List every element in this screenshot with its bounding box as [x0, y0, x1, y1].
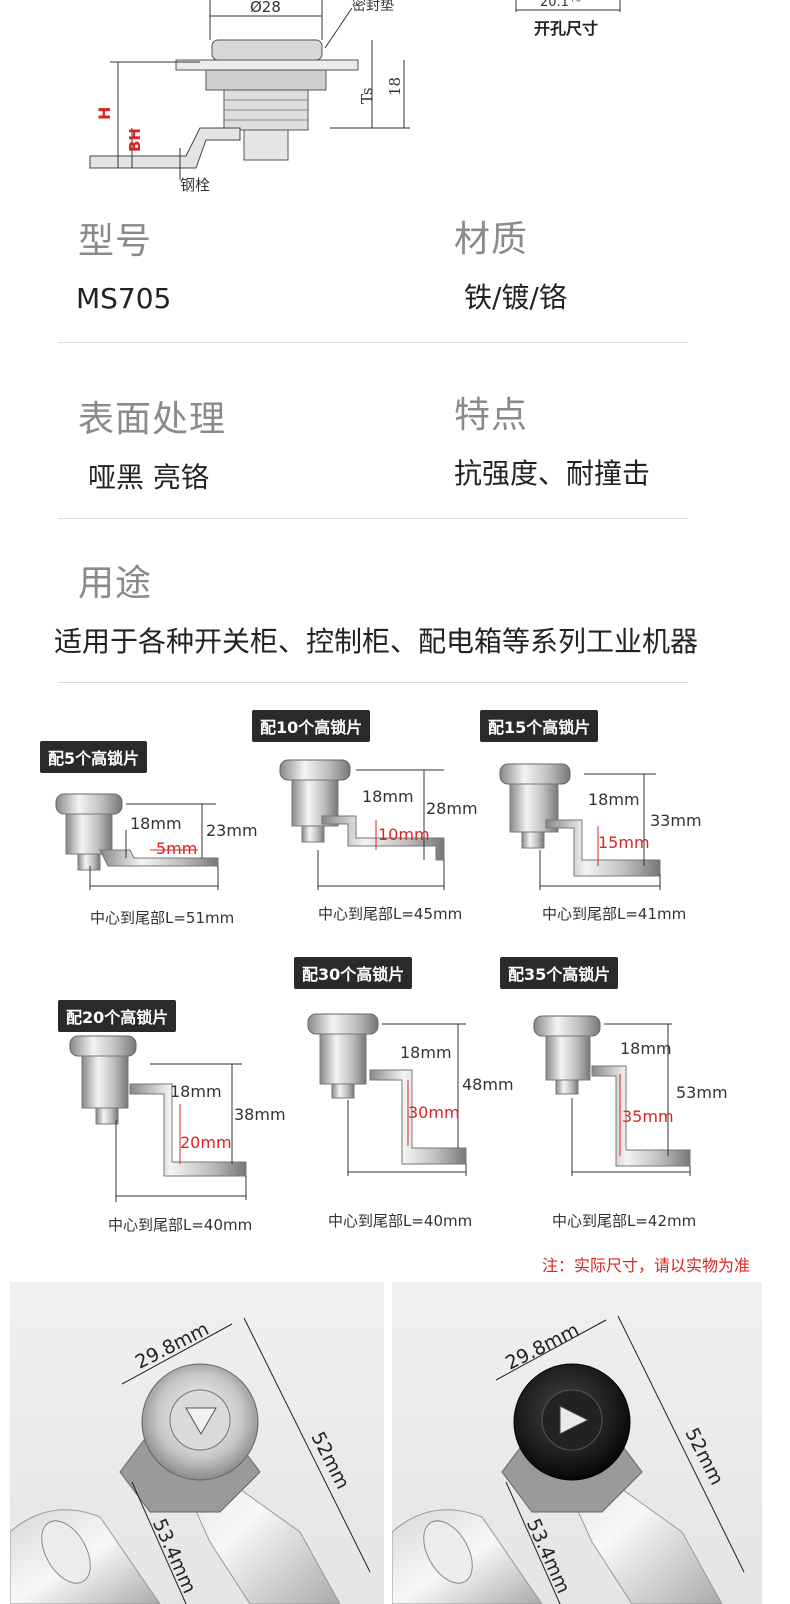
variant-5-red: 30mm — [408, 1103, 460, 1122]
variant-4-red: 20mm — [180, 1133, 232, 1152]
usage-label: 用途 — [78, 563, 153, 604]
variant-tag: 配5个高锁片 — [40, 741, 148, 773]
variant-5-caption: 中心到尾部L=40mm — [328, 1212, 472, 1230]
model-label: 型号 — [78, 221, 153, 262]
bolt-label: 钢栓 — [180, 176, 210, 194]
photo-1-tail: 53.4mm — [148, 1515, 200, 1596]
variant-tag: 配20个高锁片 — [58, 1000, 177, 1032]
product-photo-black: 29.8mm 52mm 53.4mm — [392, 1282, 762, 1604]
gasket-label: 密封垫 — [352, 0, 394, 14]
variant-2-caption: 中心到尾部L=45mm — [318, 905, 462, 923]
model-value: MS705 — [76, 282, 172, 315]
variant-1-red: 5mm — [156, 839, 197, 858]
variant-diagrams: 18mm 23mm 5mm 中心到尾部L=51mm 18mm 28mm 10mm… — [55, 759, 728, 1234]
h-label: H — [95, 107, 114, 120]
dia-label: Ø28 — [250, 0, 281, 16]
surface-value: 哑黑 亮铬 — [88, 461, 209, 494]
feature-label: 特点 — [454, 395, 529, 436]
divider — [58, 518, 688, 519]
variant-6-red: 35mm — [622, 1107, 674, 1126]
variant-6-h2: 53mm — [676, 1083, 728, 1102]
material-label: 材质 — [454, 219, 529, 260]
variant-4-h1: 18mm — [170, 1082, 222, 1101]
hole-label: 开孔尺寸 — [534, 19, 598, 38]
photo-1-len: 52mm — [306, 1428, 353, 1493]
variant-6-caption: 中心到尾部L=42mm — [552, 1212, 696, 1230]
variant-2-h2: 28mm — [426, 799, 478, 818]
variant-3-h1: 18mm — [588, 790, 640, 809]
variant-5-h2: 48mm — [462, 1075, 514, 1094]
product-photo-chrome: 29.8mm 52mm 53.4mm — [10, 1282, 384, 1604]
usage-value: 适用于各种开关柜、控制柜、配电箱等系列工业机器 — [54, 625, 699, 658]
variant-3-drawing: 18mm 33mm 15mm 中心到尾部L=41mm — [499, 763, 702, 923]
material-value: 铁/镀/铬 — [464, 281, 567, 314]
variant-tag: 配15个高锁片 — [480, 710, 599, 742]
divider — [58, 682, 688, 683]
surface-label: 表面处理 — [78, 399, 227, 440]
variant-1-caption: 中心到尾部L=51mm — [90, 909, 234, 927]
variant-4-caption: 中心到尾部L=40mm — [108, 1216, 252, 1234]
variant-1-h2: 23mm — [206, 821, 258, 840]
variant-tag: 配30个高锁片 — [294, 957, 413, 989]
ts-label: Ts — [358, 87, 376, 104]
variant-4-h2: 38mm — [234, 1105, 286, 1124]
technical-drawing: Ø28 密封垫 H BH Ts 18 钢栓 20.1⁺⁰ 开孔尺寸 — [89, 0, 621, 194]
variant-tag: 配10个高锁片 — [252, 710, 371, 742]
disclaimer-note: 注：实际尺寸，请以实物为准 — [541, 1256, 750, 1275]
variant-6-drawing: 18mm 53mm 35mm 中心到尾部L=42mm — [533, 1015, 728, 1230]
variant-1-h1: 18mm — [130, 814, 182, 833]
variant-2-drawing: 18mm 28mm 10mm 中心到尾部L=45mm — [279, 759, 478, 923]
variant-5-drawing: 18mm 48mm 30mm 中心到尾部L=40mm — [307, 1013, 514, 1230]
variant-5-h1: 18mm — [400, 1043, 452, 1062]
variant-3-h2: 33mm — [650, 811, 702, 830]
variant-3-caption: 中心到尾部L=41mm — [542, 905, 686, 923]
variant-2-red: 10mm — [378, 825, 430, 844]
divider — [58, 342, 688, 343]
hole-top: 20.1⁺⁰ — [540, 0, 581, 10]
feature-value: 抗强度、耐撞击 — [454, 457, 651, 490]
photo-2-tail: 53.4mm — [522, 1515, 574, 1596]
variant-2-h1: 18mm — [362, 787, 414, 806]
variant-1-drawing: 18mm 23mm 5mm 中心到尾部L=51mm — [55, 793, 258, 927]
variant-6-h1: 18mm — [620, 1039, 672, 1058]
variant-4-drawing: 18mm 38mm 20mm 中心到尾部L=40mm — [69, 1035, 286, 1234]
dim-18: 18 — [386, 77, 404, 96]
variant-3-red: 15mm — [598, 833, 650, 852]
variant-tag: 配35个高锁片 — [500, 957, 619, 989]
bh-label: BH — [126, 128, 144, 152]
